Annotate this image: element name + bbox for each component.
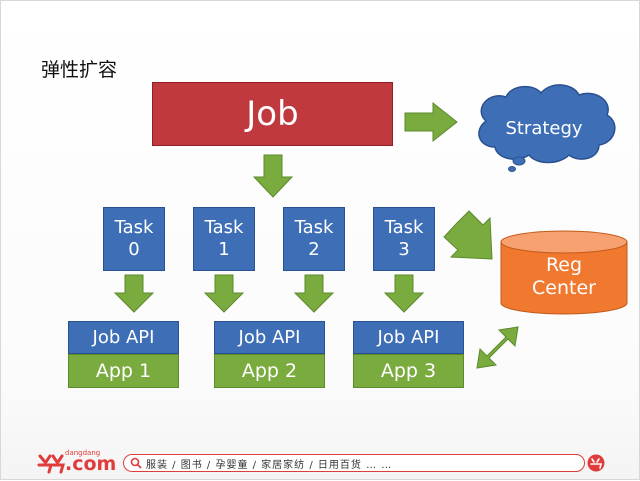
task-number: 0 <box>128 239 140 260</box>
arrow-task1-down <box>203 274 245 313</box>
app-group-1: Job API App 1 <box>68 321 179 388</box>
job-api-box: Job API <box>68 321 179 354</box>
job-api-box: Job API <box>353 321 464 354</box>
logo-small-text: dangdang <box>65 449 101 457</box>
arrow-task2-down <box>293 274 335 313</box>
app-box: App 3 <box>353 354 464 388</box>
task-label: Task <box>384 217 424 238</box>
reg-center-line1: Reg <box>545 254 583 276</box>
job-box: Job <box>152 82 393 146</box>
task-number: 2 <box>308 239 320 260</box>
task-box-1: Task 1 <box>193 207 255 271</box>
arrow-task3-down <box>383 274 425 313</box>
strategy-label: Strategy <box>505 117 583 139</box>
dangdang-badge-icon[interactable] <box>587 454 605 472</box>
app-group-3: Job API App 3 <box>353 321 464 388</box>
search-icon <box>130 457 142 469</box>
task-box-3: Task 3 <box>373 207 435 271</box>
task-number: 3 <box>398 239 410 260</box>
arrow-regcenter-app3 <box>476 326 519 369</box>
strategy-cloud <box>478 84 616 172</box>
slide-title: 弹性扩容 <box>41 59 118 81</box>
job-api-box: Job API <box>214 321 325 354</box>
footer-bar: dangdang .com 服装 / 图书 / 孕婴童 / 家居家纺 / 日用百… <box>1 448 640 481</box>
task-label: Task <box>294 217 334 238</box>
app-box: App 2 <box>214 354 325 388</box>
reg-center-label: Reg Center <box>501 251 627 303</box>
arrow-task0-down <box>113 274 155 313</box>
search-categories-text: 服装 / 图书 / 孕婴童 / 家居家纺 / 日用百货 … … <box>146 460 393 471</box>
task-box-0: Task 0 <box>103 207 165 271</box>
task-number: 1 <box>218 239 230 260</box>
reg-center-line2: Center <box>532 277 596 299</box>
logo-text: .com <box>65 453 117 475</box>
dangdang-logo-icon <box>37 454 65 474</box>
app-box: App 1 <box>68 354 179 388</box>
task-box-2: Task 2 <box>283 207 345 271</box>
reg-center-cylinder <box>500 230 628 315</box>
app-group-2: Job API App 2 <box>214 321 325 388</box>
arrow-job-to-strategy <box>404 101 458 143</box>
task-label: Task <box>114 217 154 238</box>
task-label: Task <box>204 217 244 238</box>
search-bar[interactable]: 服装 / 图书 / 孕婴童 / 家居家纺 / 日用百货 … … <box>123 454 585 472</box>
arrow-job-to-tasks <box>252 154 294 198</box>
arrow-task-to-regcenter <box>443 210 493 260</box>
